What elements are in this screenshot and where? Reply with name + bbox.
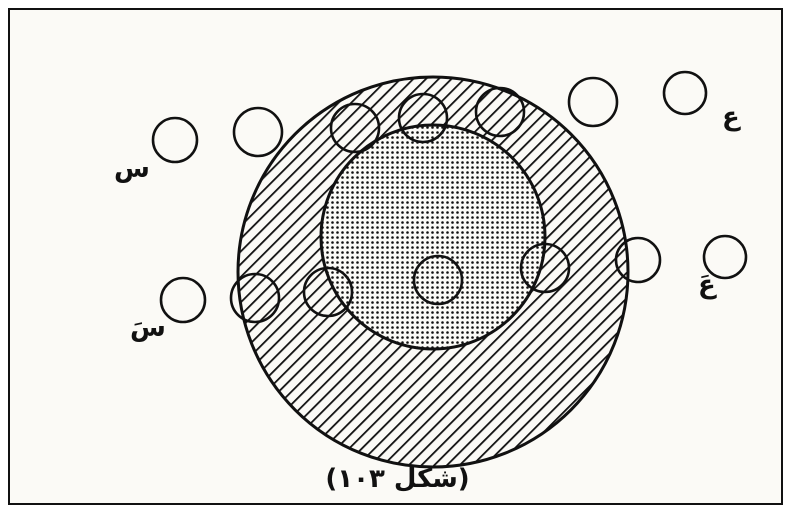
label-right-bottom: عَ	[698, 272, 716, 298]
figure-frame: س سَ ع عَ (شكل ١٠٣)	[8, 8, 783, 505]
particle-left-top	[153, 118, 197, 162]
atom-diagram	[10, 10, 783, 505]
label-left-top: س	[114, 156, 150, 182]
figure-caption: (شكل ١٠٣)	[10, 466, 783, 492]
inner-dotted-disk	[321, 125, 545, 349]
label-left-bottom: سَ	[130, 315, 166, 341]
particle-edge-left-top	[234, 108, 282, 156]
particle-left-bottom	[161, 278, 205, 322]
particle-right-top	[664, 72, 706, 114]
label-right-top: ع	[722, 104, 740, 130]
particle-edge-right-top	[569, 78, 617, 126]
